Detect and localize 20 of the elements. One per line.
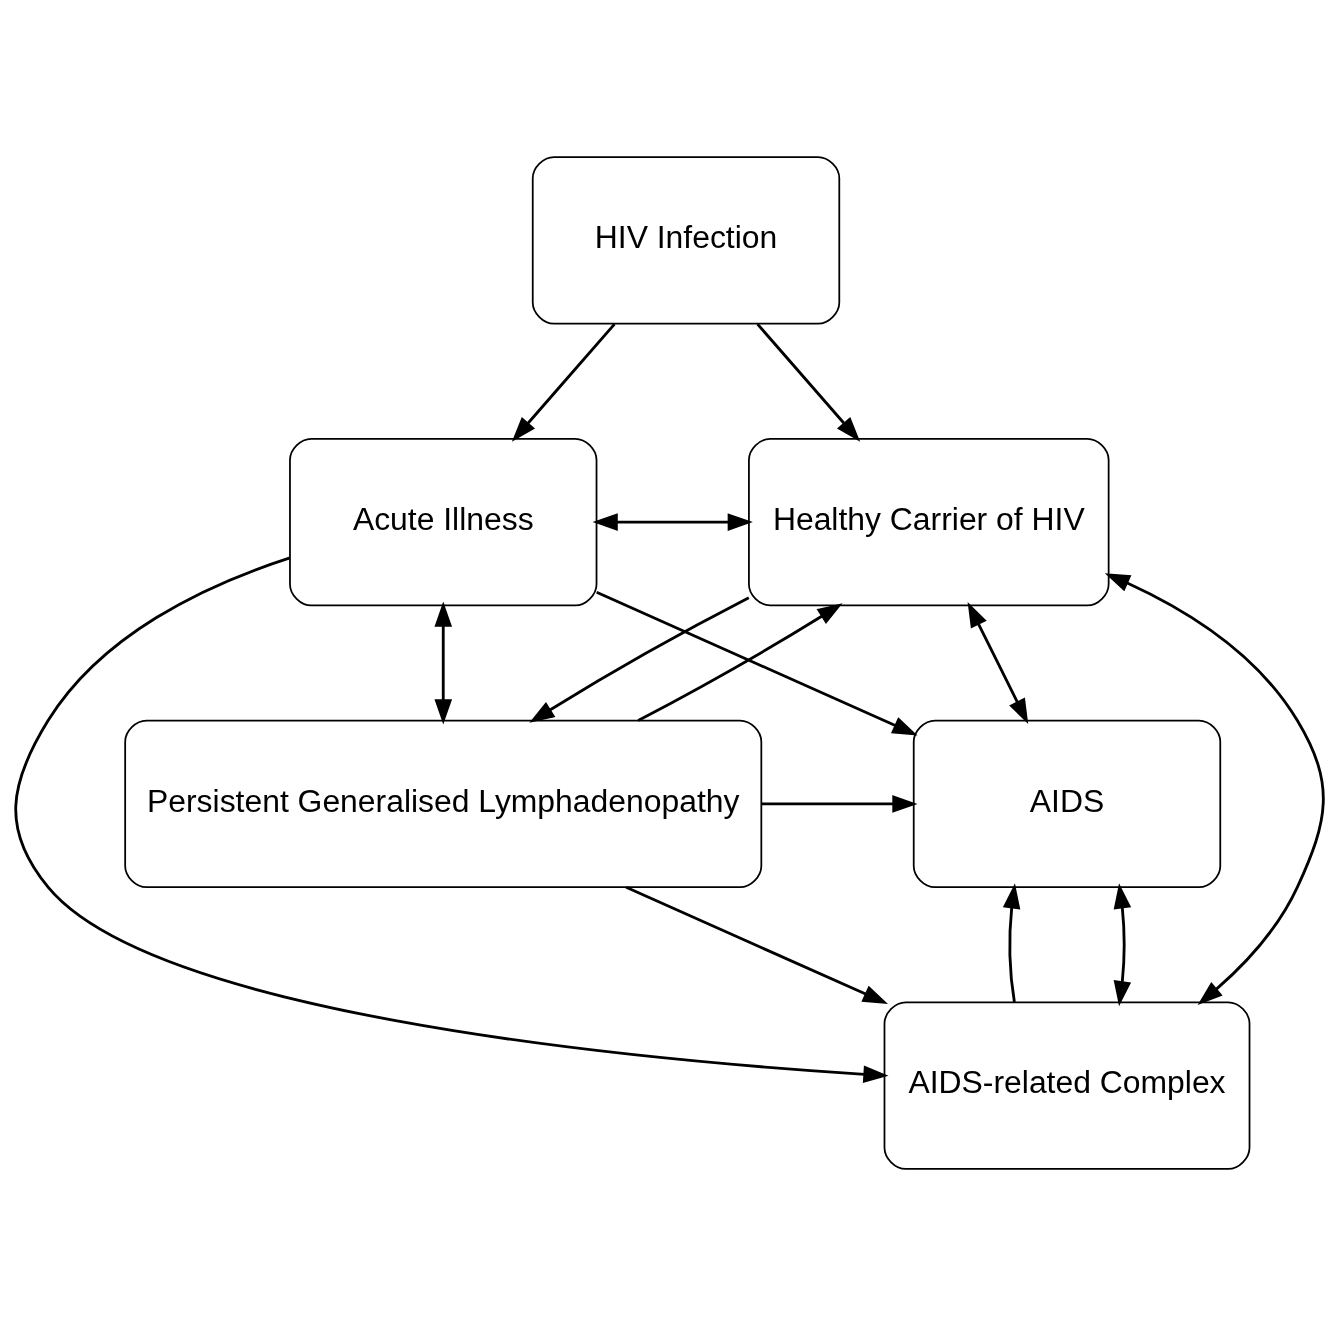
arrow — [596, 591, 918, 736]
arrow — [637, 603, 843, 722]
arrow — [434, 601, 453, 725]
node-box: HIV Infection — [531, 156, 841, 325]
arrow — [592, 513, 753, 531]
arrow — [761, 795, 918, 813]
node-box: Healthy Carrier of HIV — [748, 437, 1110, 607]
node-box: Acute Illness — [289, 437, 598, 607]
arrow — [1104, 573, 1325, 1005]
node-box: Persistent Generalised Lymphadenopathy — [124, 719, 763, 889]
arrow — [511, 323, 616, 442]
arrow — [1002, 883, 1021, 1003]
arrow — [14, 556, 889, 1084]
node-box: AIDS-related Complex — [883, 1001, 1251, 1170]
node-box: AIDS — [912, 719, 1222, 889]
arrow — [625, 885, 888, 1005]
arrow — [1113, 883, 1132, 1007]
arrow — [756, 323, 861, 442]
arrow — [967, 602, 1029, 725]
arrow — [529, 596, 750, 723]
